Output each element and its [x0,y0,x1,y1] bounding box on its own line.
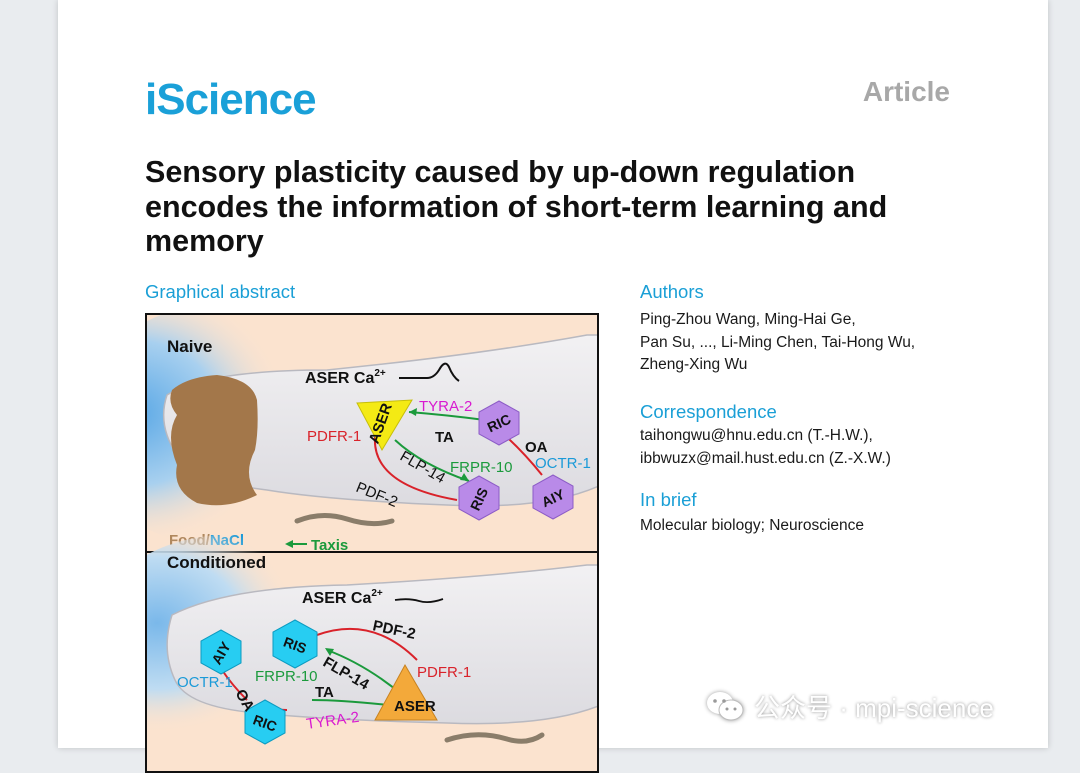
conditioned-ta-label: TA [315,684,334,701]
correspondence-email[interactable]: taihongwu@hnu.edu.cn (T.-H.W.), [640,427,873,444]
watermark: 公众号 · mpi-science [706,688,994,724]
correspondence-heading: Correspondence [640,401,777,422]
journal-logo: iScience [145,75,317,124]
naive-ta-label: TA [435,429,454,446]
conditioned-aser-ca-label: ASER Ca [302,590,371,607]
paper-title: Sensory plasticity caused by up-down reg… [145,155,888,258]
article-type-label: Article [862,76,950,107]
conditioned-aiy-neuron: AIY [200,629,242,675]
naive-worm-icon [294,513,395,527]
conditioned-ris-neuron: RIS [272,619,318,669]
conditioned-worm-icon [444,732,545,744]
conditioned-ca-superscript: 2+ [371,588,383,599]
naive-aiy-neuron: AIY [532,474,574,520]
naive-ris-neuron: RIS [458,475,500,521]
naive-panel: Naive ASER Ca2+ ASER [147,315,597,554]
in-brief-heading: In brief [640,489,697,510]
authors-list: Ping-Zhou Wang, Ming-Hai Ge, Pan Su, ...… [640,309,915,377]
in-brief-text: Molecular biology; Neuroscience [640,517,865,534]
naive-oa-label: OA [525,439,548,456]
conditioned-calcium-trace [394,598,444,604]
wechat-icon [707,692,744,721]
naive-taxis-label: Taxis [311,537,348,554]
graphical-abstract-figure: Naive ASER Ca2+ ASER [147,315,597,771]
svg-text:ASER Ca2+: ASER Ca2+ [305,368,386,387]
graphical-abstract: Naive ASER Ca2+ ASER [145,313,599,773]
article-page: iScience Article Sensory plasticity caus… [58,0,1048,773]
correspondence-email[interactable]: ibbwuzx@mail.hust.edu.cn (Z.-X.W.) [640,449,891,467]
naive-octr1-label: OCTR-1 [535,455,591,472]
authors-line: Pan Su, ..., Li-Ming Chen, Tai-Hong Wu, [640,333,916,351]
authors-line: Zheng-Xing Wu [640,356,748,373]
correspondence-list: taihongwu@hnu.edu.cn (T.-H.W.), ibbwuzx@… [640,425,891,470]
conditioned-aser-label: ASER [394,698,436,715]
conditioned-frpr10-label: FRPR-10 [255,668,318,685]
naive-tyra2-label: TYRA-2 [419,398,472,415]
food-blob [170,375,258,506]
conditioned-ric-neuron: RIC [244,699,286,745]
naive-calcium-trace [399,362,460,382]
svg-text:ASER Ca2+: ASER Ca2+ [302,588,383,607]
conditioned-label: Conditioned [167,553,266,572]
authors-line: Ping-Zhou Wang, Ming-Hai Ge, [640,311,856,328]
naive-frpr10-label: FRPR-10 [450,459,513,476]
conditioned-aser-neuron: ASER [374,663,438,721]
graphical-abstract-heading: Graphical abstract [145,281,296,302]
conditioned-octr1-label: OCTR-1 [177,674,233,691]
conditioned-panel: Conditioned ASER Ca2+ RIS AIY [147,535,597,771]
naive-aser-ca-label: ASER Ca [305,370,374,387]
naive-ric-neuron: RIC [478,400,520,446]
naive-label: Naive [167,337,212,356]
naive-pdfr1-label: PDFR-1 [307,428,361,445]
watermark-text: 公众号 · mpi-science [754,692,994,723]
conditioned-ric-label: RIC [251,711,279,734]
conditioned-ris-label: RIS [281,633,308,656]
authors-heading: Authors [640,281,704,302]
naive-ca-superscript: 2+ [374,368,386,379]
conditioned-pdfr1-label: PDFR-1 [417,664,471,681]
